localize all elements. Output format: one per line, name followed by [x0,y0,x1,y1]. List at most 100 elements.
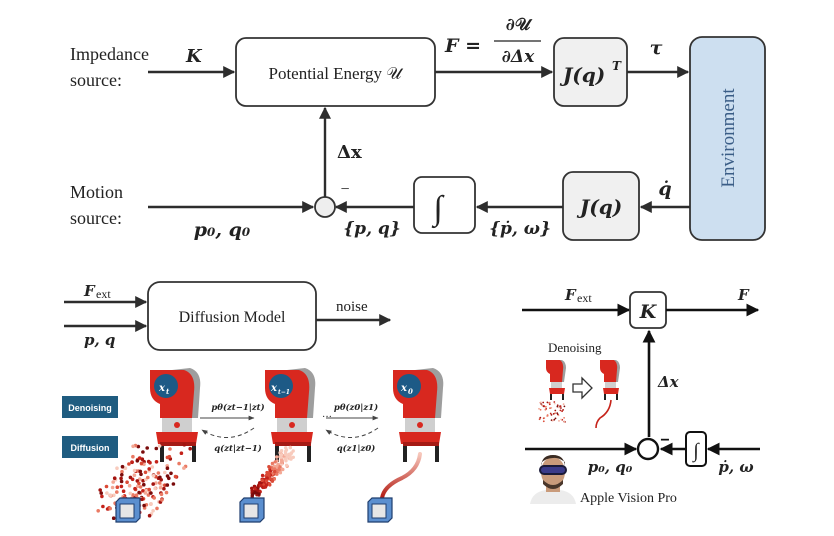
noise-particles-xt1 [250,445,295,499]
noise-particle [101,504,105,509]
noise-particle [164,490,169,495]
noise-particle [538,418,541,421]
noise-particle [279,449,284,453]
noise-particle [146,475,150,480]
noise-particle [128,475,133,480]
noise-particle [549,412,552,415]
motion-source-label-line2: source: [70,208,122,228]
noise-particle [158,485,163,490]
noise-particle [553,402,556,405]
noise-particle [157,481,162,485]
backward-transition-1: q(zt|zt−1) [214,443,262,454]
initial-pose-label: p₀, q₀ [194,219,251,241]
noise-particle [104,484,109,489]
impedance-control-loop: Impedance source: K Potential Energy 𝒰 F… [70,15,766,241]
noise-particle [179,451,184,456]
noise-particle [131,493,135,497]
noise-particle [258,483,263,488]
pq-label: p, q [84,331,115,349]
noise-particle [539,416,542,419]
noise-particle [260,473,265,478]
noise-particle [152,496,156,500]
minus-sign: − [340,181,349,198]
noise-particle [123,466,128,471]
noise-particle [271,467,275,471]
noise-particle [138,469,143,474]
noise-particle [273,469,277,474]
noise-particle [120,469,124,474]
noise-particle [279,455,283,459]
noise-particle [558,406,561,409]
mini-clean-trajectory [595,399,612,429]
noise-particle [289,452,293,456]
noise-particle [154,446,159,451]
state-xt1-sub: t−1 [278,389,290,396]
noise-particle [120,473,124,477]
noise-particle [554,412,556,415]
noise-particle [275,455,279,459]
noise-particle [277,468,281,472]
noise-particle [560,407,562,409]
diffusion-model-panel: F ext p, q Diffusion Model noise Denoisi… [62,281,444,523]
noise-particle [548,403,551,406]
noise-particle [143,491,148,495]
noise-particle [542,401,545,404]
noise-particle [262,485,266,489]
noise-particle [151,473,156,478]
noise-particle [171,482,176,486]
noise-particle [153,486,157,491]
noise-particle [288,445,292,450]
noise-particle [267,473,271,477]
state-x0-sub: 0 [408,387,413,396]
right-twist-label: ṗ, ω [718,458,753,476]
noise-particle [140,497,144,502]
noise-particle [130,460,134,464]
noise-particle [105,491,109,495]
noise-particle [270,461,275,466]
noise-particle [155,506,159,511]
noise-particle [562,403,565,405]
noise-particle [149,502,153,506]
noise-particle [154,481,158,485]
noise-particle [551,419,554,422]
noise-particle [559,409,562,412]
noise-particle [553,418,556,421]
backward-transition-2: q(z1|z0) [337,443,376,454]
integrator-symbol: ∫ [431,190,445,229]
noise-particle [188,446,192,451]
noise-particle [554,409,557,412]
noise-particle [119,479,124,484]
delta-x-label: Δx [337,142,362,163]
noise-particle [115,466,119,471]
noise-particle [151,482,155,486]
noise-particle [544,408,547,411]
target-cube-2 [239,497,265,523]
noise-particle [131,444,135,449]
noise-particle [260,478,264,483]
noise-particle [151,509,155,513]
stiffness-k-box-label: K [639,301,658,323]
noise-particle [112,493,116,498]
noise-particle [108,493,113,498]
noise-label: noise [336,299,368,315]
jacobian-label: J(q) [576,195,622,219]
mini-noise-particles [538,401,566,423]
motion-source-label-line1: Motion [70,182,123,202]
backward-arrow-1 [201,427,255,438]
noise-particle [562,409,564,411]
right-delta-x-label: Δx [657,373,680,391]
right-f-label: F [737,286,750,304]
noise-particle [182,443,187,447]
noise-particle [112,476,117,481]
right-fext-subscript: ext [577,291,592,305]
apple-vision-pro-label: Apple Vision Pro [580,491,677,506]
mini-robot-noisy [546,360,566,400]
noise-particle [556,404,559,407]
noise-particle [156,471,161,475]
noise-particle [173,474,178,479]
noise-particle [257,492,261,496]
potential-energy-label: Potential Energy 𝒰 [268,64,404,83]
noise-particle [275,472,279,476]
noise-particle [542,420,545,423]
noise-particle [119,484,124,489]
